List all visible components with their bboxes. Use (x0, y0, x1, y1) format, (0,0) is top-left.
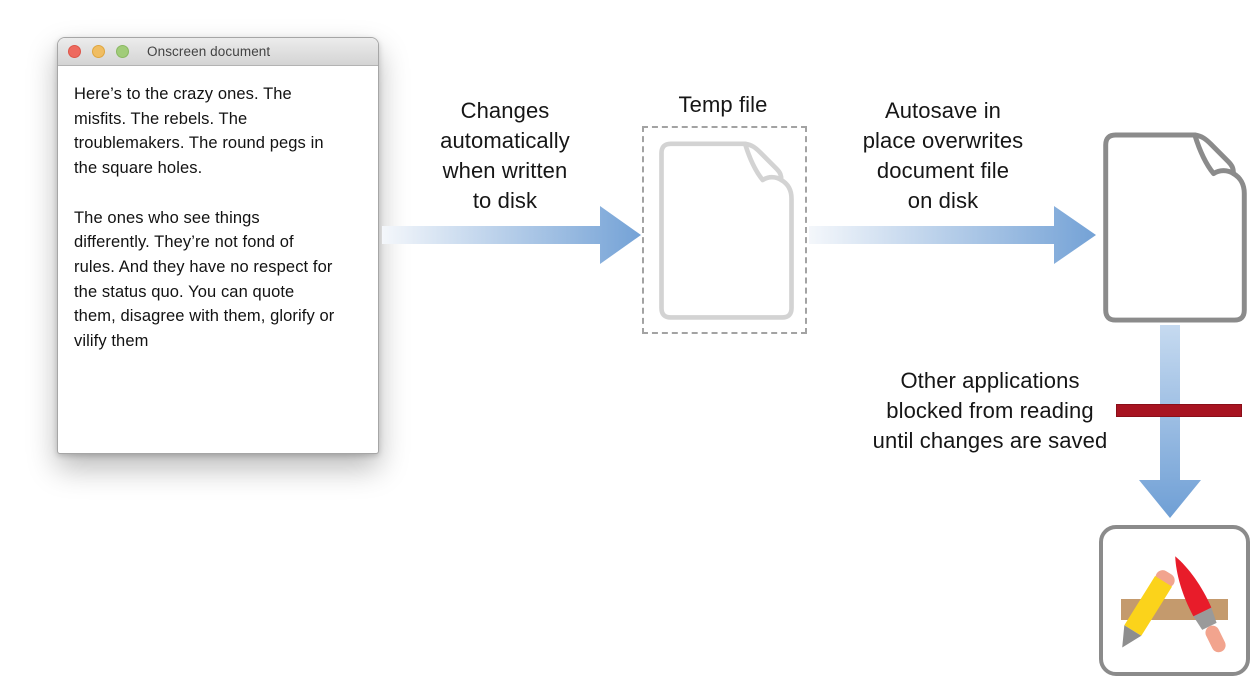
document-file-icon (1103, 132, 1247, 323)
blocked-from-reading-label: Other applications blocked from reading … (872, 368, 1108, 453)
document-paragraph: Here’s to the crazy ones. The misfits. T… (74, 85, 324, 178)
read-barrier-bar (1116, 404, 1242, 417)
temp-file-label: Temp file (678, 92, 768, 117)
zoom-button[interactable] (116, 45, 129, 58)
temp-file-dashed-box (642, 126, 807, 334)
minimize-button[interactable] (92, 45, 105, 58)
autosave-overwrites-label: Autosave in place overwrites document fi… (862, 98, 1024, 213)
document-paragraph: The ones who see things differently. The… (74, 208, 335, 351)
close-button[interactable] (68, 45, 81, 58)
temp-document-icon (659, 141, 794, 320)
blocked-read-arrow-icon (1139, 325, 1201, 518)
other-application-icon (1099, 525, 1250, 676)
onscreen-document-window: Onscreen document Here’s to the crazy on… (57, 37, 379, 454)
window-title: Onscreen document (147, 44, 271, 59)
document-text-area: Here’s to the crazy ones. The misfits. T… (58, 66, 378, 354)
window-titlebar: Onscreen document (58, 38, 378, 66)
changes-automatically-label: Changes automatically when written to di… (440, 98, 570, 213)
write-to-temp-arrow-icon (382, 206, 641, 264)
overwrite-document-arrow-icon (809, 206, 1096, 264)
pencil-shape (1122, 570, 1175, 648)
brush-shape (1175, 556, 1226, 653)
